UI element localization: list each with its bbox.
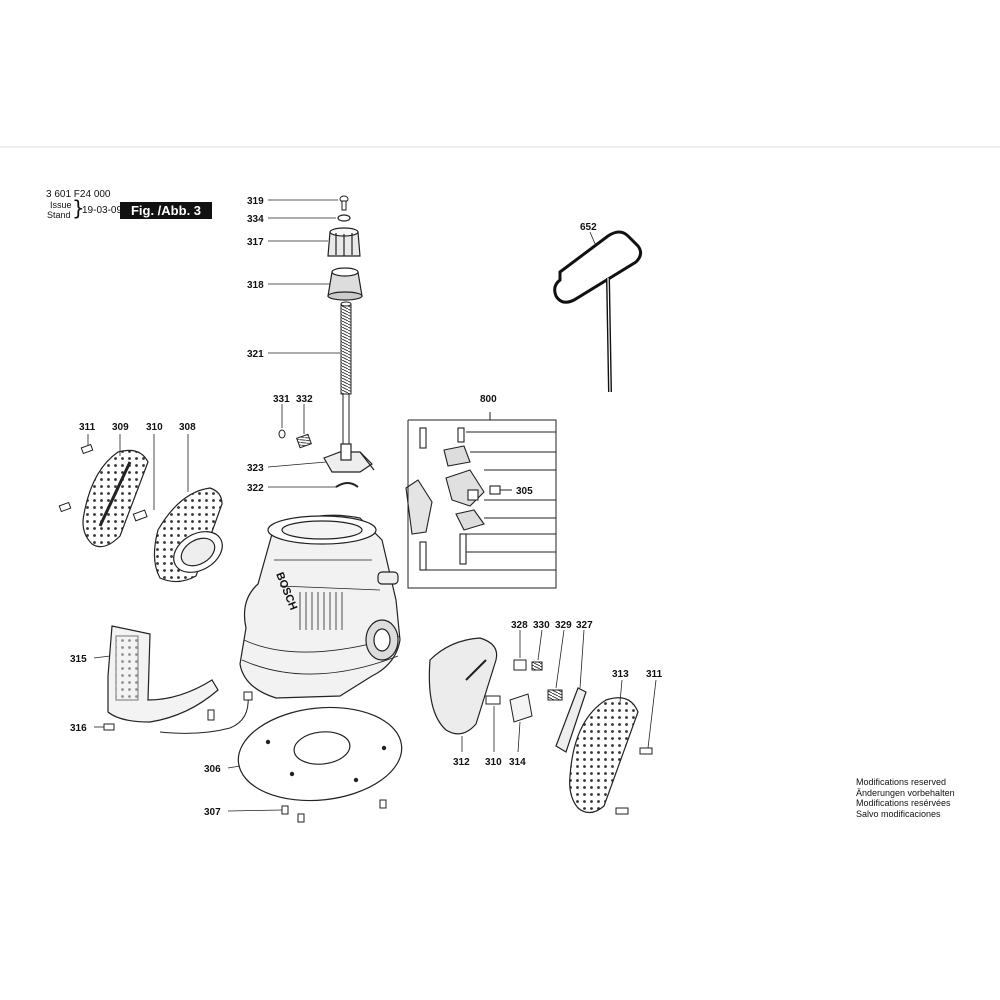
part-number: 3 601 F24 000 [46, 189, 111, 200]
issue-label-en: Issue [50, 200, 72, 210]
label-652: 652 [580, 222, 597, 233]
label-328: 328 [511, 620, 528, 631]
label-305: 305 [516, 486, 533, 497]
handle-shell-309 [82, 449, 149, 548]
label-309: 309 [112, 422, 129, 433]
spring-332 [296, 433, 312, 449]
plate-314 [509, 693, 533, 723]
base-plate-306 [237, 706, 403, 802]
label-310-left: 310 [146, 422, 163, 433]
label-329: 329 [555, 620, 572, 631]
label-313: 313 [612, 669, 629, 680]
brace-icon: } [72, 196, 85, 220]
knob-317 [327, 227, 361, 257]
mod-note-es: Salvo modificaciones [856, 808, 941, 819]
issue-date: 19-03-09 [82, 205, 123, 216]
label-321: 321 [247, 349, 264, 360]
router-base-housing [239, 514, 401, 699]
label-800: 800 [480, 394, 497, 405]
screw-307-set [281, 799, 387, 823]
screw-316 [103, 723, 115, 731]
label-330: 330 [533, 620, 550, 631]
figure-label: Fig. /Abb. 3 [120, 202, 212, 219]
label-306: 306 [204, 764, 221, 775]
screw-311-left [58, 443, 94, 513]
label-331: 331 [273, 394, 290, 405]
label-310-right: 310 [485, 757, 502, 768]
dust-guard-315 [107, 625, 219, 723]
label-312: 312 [453, 757, 470, 768]
part-328 [513, 659, 527, 671]
label-323: 323 [247, 463, 264, 474]
kit-800-parts [405, 427, 501, 571]
handle-grip-308 [153, 487, 223, 583]
label-311-right: 311 [646, 669, 663, 680]
label-311-left: 311 [79, 422, 96, 433]
screw-310-right [485, 695, 501, 705]
label-319: 319 [247, 196, 264, 207]
modifications-note: Modifications reserved Änderungen vorbeh… [856, 777, 955, 819]
label-307: 307 [204, 807, 221, 818]
label-315: 315 [70, 654, 87, 665]
label-322: 322 [247, 483, 264, 494]
label-308: 308 [179, 422, 196, 433]
spring-329 [547, 689, 563, 701]
nut-323 [323, 443, 375, 473]
sleeve-318 [327, 267, 363, 301]
handle-shell-312 [428, 637, 498, 735]
grip-313 [569, 697, 639, 814]
washer-334 [337, 214, 351, 222]
screw-310-left [132, 509, 148, 522]
lever-327 [555, 687, 587, 753]
hex-key-652 [553, 230, 643, 393]
spring-330 [531, 661, 543, 671]
label-316: 316 [70, 723, 87, 734]
mod-note-de: Änderungen vorbehalten [856, 787, 955, 798]
pin-331 [278, 429, 286, 439]
mod-note-en: Modifications reserved [856, 777, 947, 787]
screw-311-right [615, 747, 653, 815]
issue-label-de: Stand [47, 210, 71, 220]
screw-319 [339, 195, 349, 211]
clip-322 [335, 482, 359, 488]
label-334: 334 [247, 214, 264, 225]
label-332: 332 [296, 394, 313, 405]
mod-note-fr: Modifications resérvées [856, 798, 951, 808]
label-314: 314 [509, 757, 526, 768]
kit-800-bracket [407, 412, 557, 589]
label-318: 318 [247, 280, 264, 291]
leader-lines [87, 199, 657, 812]
part-labels: 319 334 317 318 321 331 332 323 322 652 … [70, 196, 663, 818]
label-327: 327 [576, 620, 593, 631]
label-317: 317 [247, 237, 264, 248]
threaded-rod-321 [340, 301, 352, 445]
cable-assembly [159, 691, 253, 734]
